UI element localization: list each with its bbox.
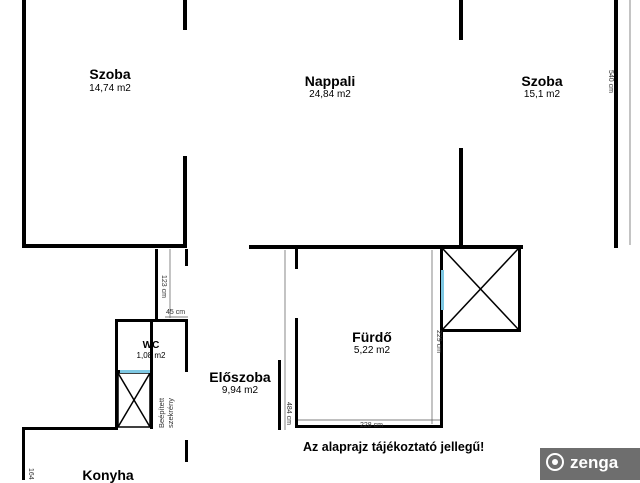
wall [185,322,188,372]
wall [295,249,298,269]
dimension-bath-width: 228 cm [360,422,383,429]
room-name-hall: Előszoba [209,369,271,385]
room-name-living: Nappali [304,73,356,89]
window [441,270,444,310]
windows [120,270,444,373]
wall [183,156,187,248]
dimension-hall-height: 484 cm [285,402,292,425]
room-area-hall: 9,94 m2 [221,385,259,396]
room-name-bedroom-right: Szoba [521,73,563,89]
wall [115,319,188,322]
wall [295,318,298,428]
dimension-right-height: 540 cm [607,70,614,93]
zenga-logo-icon [546,453,564,471]
wall [295,425,443,428]
wall [459,148,463,248]
wall [459,0,463,40]
room-name-wardrobe: Beépített szekrény [157,397,175,428]
room-area-bedroom-right: 15,1 m2 [523,89,561,100]
room-name-bedroom-left: Szoba [89,66,131,82]
wall [185,249,188,266]
dimension-bath-height: 229 cm [435,330,442,353]
wall [614,0,618,248]
zenga-logo-text: zenga [570,453,619,472]
room-area-living: 24,84 m2 [309,89,351,100]
wall [278,360,281,430]
room-area-bathroom: 5,22 m2 [353,345,391,356]
wall [155,249,158,321]
dimension-lines [165,0,631,430]
shaft-cross [442,248,519,330]
wall [22,0,26,248]
wall [115,319,118,429]
shaft-right [442,248,519,330]
dimension-kitchen-height: 164 [27,468,34,480]
room-area-bedroom-left: 14,74 m2 [89,83,131,94]
room-name-wc: WC [142,340,160,351]
wall [22,244,186,248]
disclaimer-note: Az alaprajz tájékoztató jellegű! [303,440,485,454]
wall [185,440,188,462]
wall [22,427,118,430]
wall [249,245,523,249]
shaft-cross [117,372,151,428]
room-name-kitchen: Konyha [82,467,134,483]
window [120,370,150,373]
room-name-bathroom: Fürdő [352,329,392,345]
dimension-corridor-height: 123 cm [160,275,167,298]
wall [150,322,153,429]
wall [518,248,521,330]
dimension-corridor-width: 45 cm [166,309,186,316]
room-area-wc: 1,08 m2 [136,351,166,360]
shaft-left [117,372,151,428]
wall [443,329,521,332]
wall [22,427,25,480]
walls [22,0,618,480]
wall [440,249,443,427]
wall [183,0,187,30]
